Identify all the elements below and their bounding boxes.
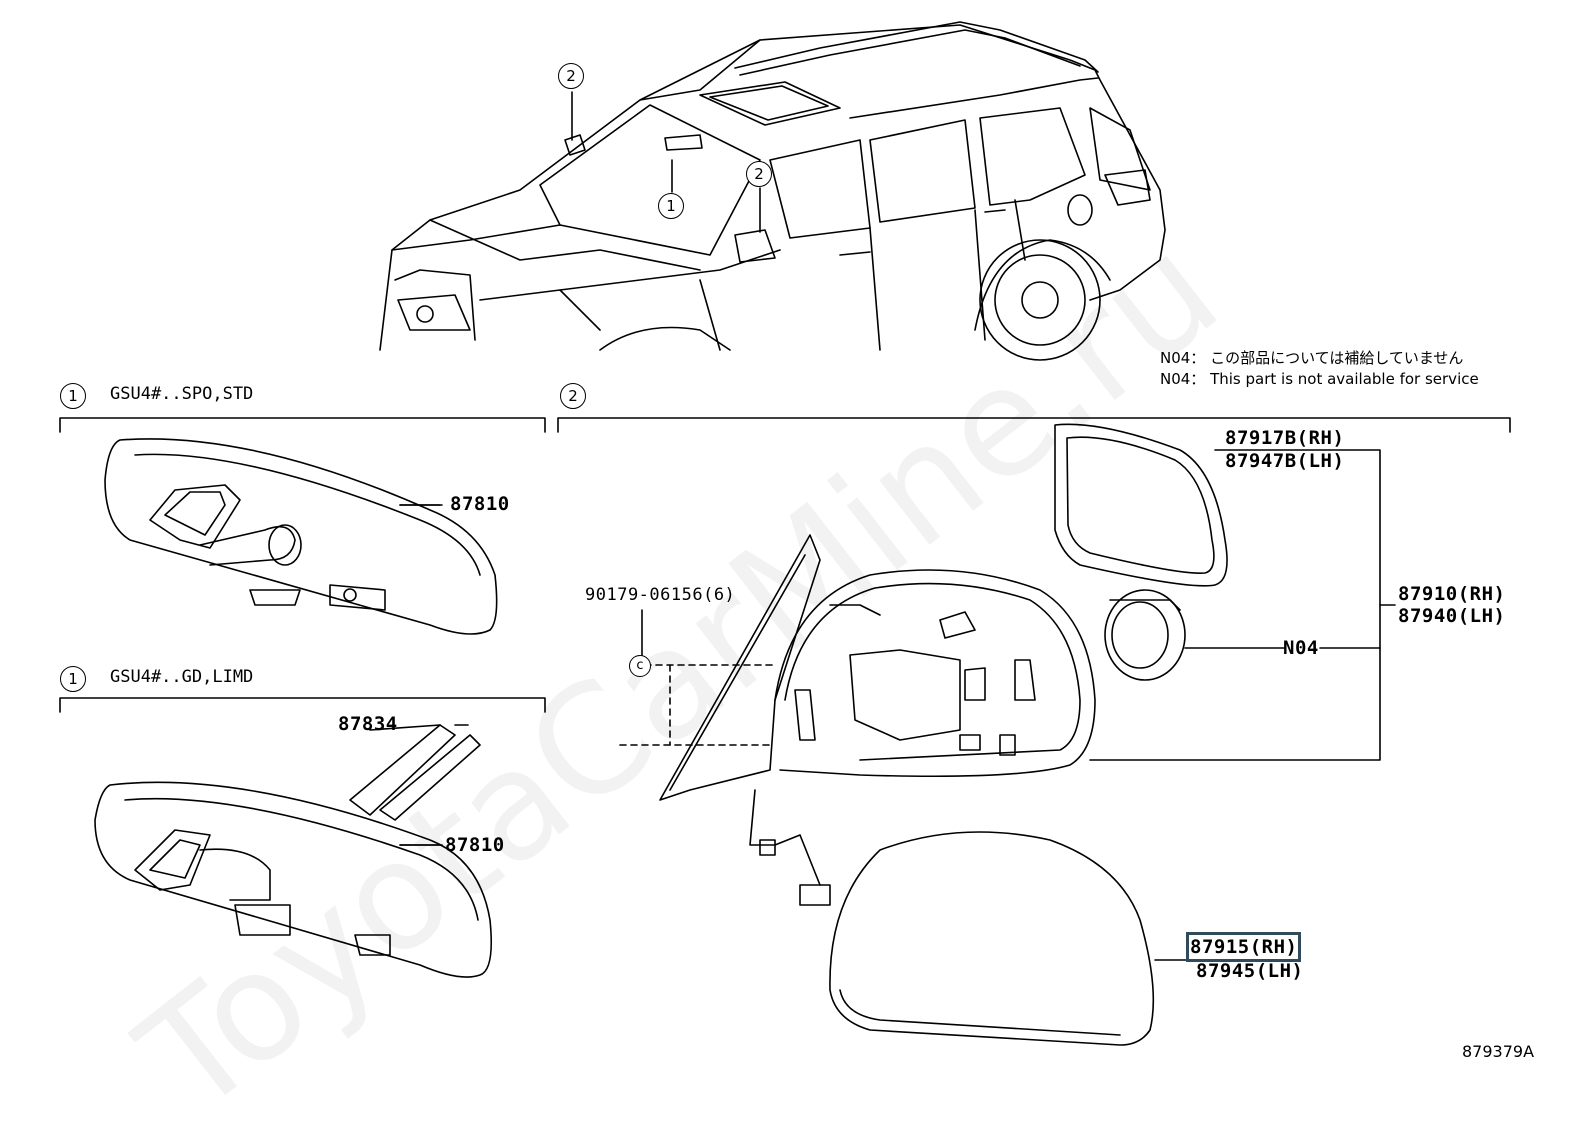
section-bracket-2 bbox=[557, 417, 1511, 433]
section-bracket-1a bbox=[59, 417, 546, 433]
screw-mark-c: c bbox=[629, 655, 651, 677]
part-87810-limd[interactable]: 87810 bbox=[445, 834, 505, 856]
inner-mirror-std bbox=[104, 438, 498, 635]
part-mirror-glass-rh[interactable]: 87917B(RH) bbox=[1225, 427, 1345, 449]
outer-mirror-housing bbox=[619, 534, 1096, 906]
section-bracket-1b bbox=[59, 697, 546, 713]
section-1b-label: GSU4#..GD,LIMD bbox=[110, 667, 254, 687]
part-motor-n04[interactable]: N04 bbox=[1283, 637, 1319, 659]
part-cover-lh[interactable]: 87945(LH) bbox=[1196, 960, 1304, 982]
diagram-code: 879379A bbox=[1462, 1042, 1535, 1061]
part-87810-std[interactable]: 87810 bbox=[450, 493, 510, 515]
part-outer-mirror-rh[interactable]: 87910(RH) bbox=[1398, 583, 1506, 605]
vehicle-illustration bbox=[379, 21, 1166, 361]
section-1a-badge: 1 bbox=[60, 383, 86, 409]
part-screw[interactable]: 90179-06156(6) bbox=[585, 585, 736, 605]
section-2-badge: 2 bbox=[560, 383, 586, 409]
part-mirror-glass-lh[interactable]: 87947B(LH) bbox=[1225, 450, 1345, 472]
mirror-cover-illustration bbox=[829, 831, 1191, 1046]
part-outer-mirror-lh[interactable]: 87940(LH) bbox=[1398, 605, 1506, 627]
section-1a-label: GSU4#..SPO,STD bbox=[110, 384, 254, 404]
note-en: N04： This part is not available for serv… bbox=[1160, 370, 1479, 388]
part-cover-rh[interactable]: 87915(RH) bbox=[1185, 932, 1302, 962]
callout-badge-2-side: 2 bbox=[746, 161, 772, 187]
parts-diagram bbox=[59, 21, 1511, 1046]
note-jp: N04： この部品については補給していません bbox=[1160, 349, 1464, 367]
mirror-motor-illustration bbox=[1104, 589, 1396, 681]
callout-badge-1-vehicle: 1 bbox=[658, 193, 684, 219]
inner-mirror-limd bbox=[94, 724, 493, 978]
section-1b-badge: 1 bbox=[60, 666, 86, 692]
mirror-glass-illustration bbox=[1054, 423, 1381, 761]
callout-badge-2-front: 2 bbox=[558, 63, 584, 89]
part-87834[interactable]: 87834 bbox=[338, 713, 398, 735]
